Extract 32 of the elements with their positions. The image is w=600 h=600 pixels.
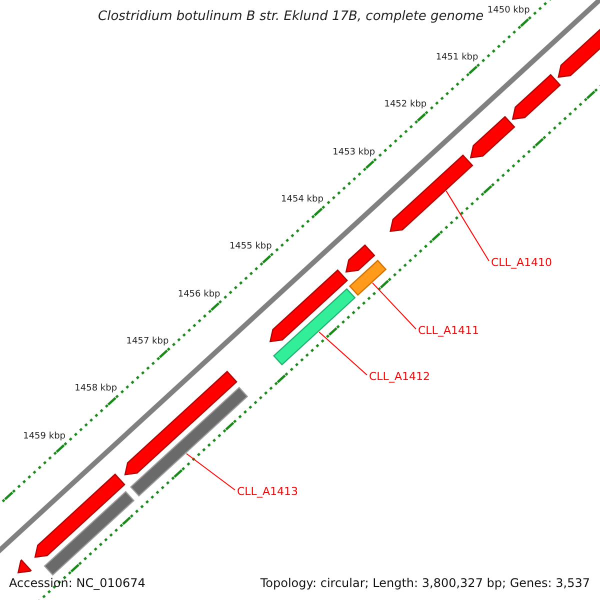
scale-label: 1458 kbp	[74, 384, 118, 394]
scale-label: 1454 kbp	[281, 195, 324, 204]
footer-text: Topology: circular; Length: 3,800,327 bp; Genes: 3,537	[260, 577, 590, 589]
gene-feature	[512, 74, 561, 120]
scale-label: 1459 kbp	[23, 432, 66, 442]
gene-feature	[34, 473, 126, 558]
gene-feature	[17, 559, 32, 574]
gene-label: CLL_A1413	[237, 486, 298, 497]
scale-label: 1453 kbp	[332, 148, 376, 158]
footer-text: Accession: NC_010674	[9, 577, 146, 589]
gene-label: CLL_A1412	[369, 371, 430, 382]
gene-feature	[345, 244, 376, 273]
leader-line	[446, 190, 490, 262]
gene-bar	[44, 490, 135, 576]
gene-label: CLL_A1411	[418, 325, 479, 336]
scale-label: 1457 kbp	[126, 337, 169, 346]
gene-feature	[470, 116, 516, 158]
gene-feature	[390, 154, 474, 232]
scale-label: 1452 kbp	[384, 100, 427, 110]
scale-label: 1450 kbp	[487, 6, 530, 16]
gene-feature	[269, 269, 348, 342]
gene-bar	[272, 288, 356, 366]
leader-line	[318, 331, 368, 376]
scale-label: 1451 kbp	[436, 53, 478, 62]
scale-label: 1456 kbp	[178, 290, 220, 300]
leader-line	[186, 453, 236, 490]
gene-bar	[348, 260, 387, 296]
scale-label: 1455 kbp	[229, 242, 272, 252]
gene-feature	[124, 370, 238, 476]
gene-label: CLL_A1410	[491, 257, 552, 268]
title: Clostridium botulinum B str. Eklund 17B, complete genome	[98, 10, 484, 23]
leader-line	[372, 282, 416, 330]
